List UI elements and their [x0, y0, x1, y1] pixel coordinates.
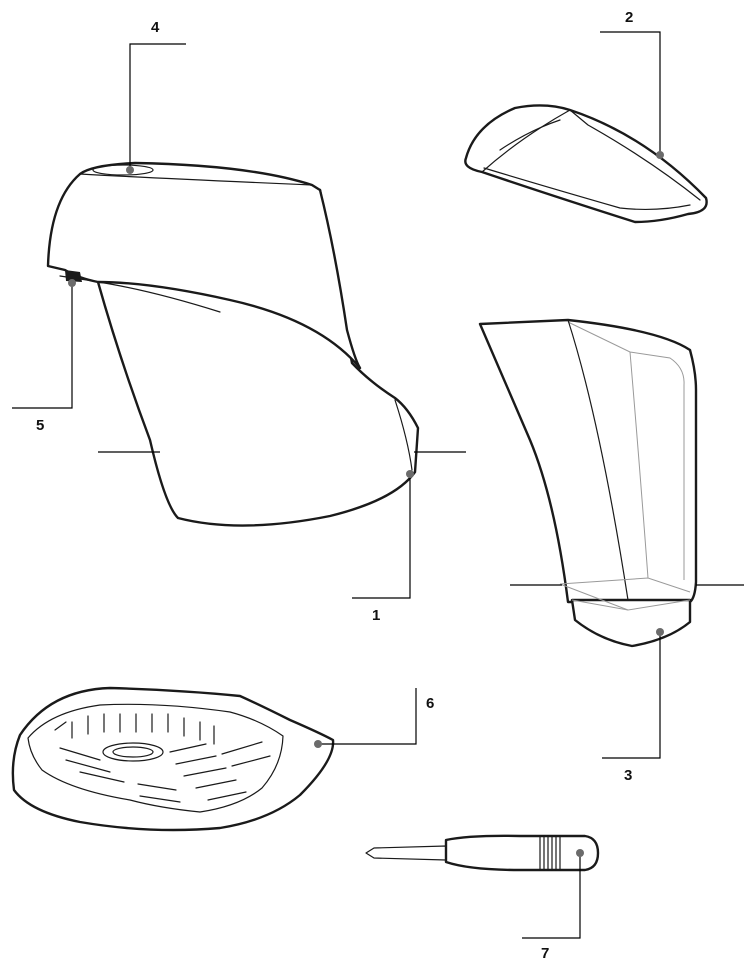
callout-7: 7 — [541, 945, 549, 962]
part-drip-tray — [11, 686, 335, 832]
callout-numbers: 1 2 3 4 5 6 7 — [36, 9, 633, 962]
leader-7 — [522, 853, 581, 939]
leader-lines — [12, 31, 744, 939]
leader-6 — [318, 688, 417, 745]
leader-3 — [602, 632, 661, 759]
callout-4: 4 — [151, 19, 160, 36]
leader-4 — [129, 43, 186, 170]
callout-5: 5 — [36, 417, 44, 434]
part-screwdriver — [365, 834, 600, 872]
leader-1 — [352, 474, 411, 599]
callout-2: 2 — [625, 9, 633, 26]
callout-1: 1 — [372, 607, 380, 624]
leader-2 — [600, 31, 661, 155]
leader-5 — [12, 283, 73, 409]
part-main-housing — [46, 161, 420, 527]
top-opening — [92, 164, 154, 176]
part-water-tank — [478, 318, 698, 648]
part-lid — [464, 104, 708, 224]
callout-6: 6 — [426, 695, 434, 712]
callout-3: 3 — [624, 767, 632, 784]
